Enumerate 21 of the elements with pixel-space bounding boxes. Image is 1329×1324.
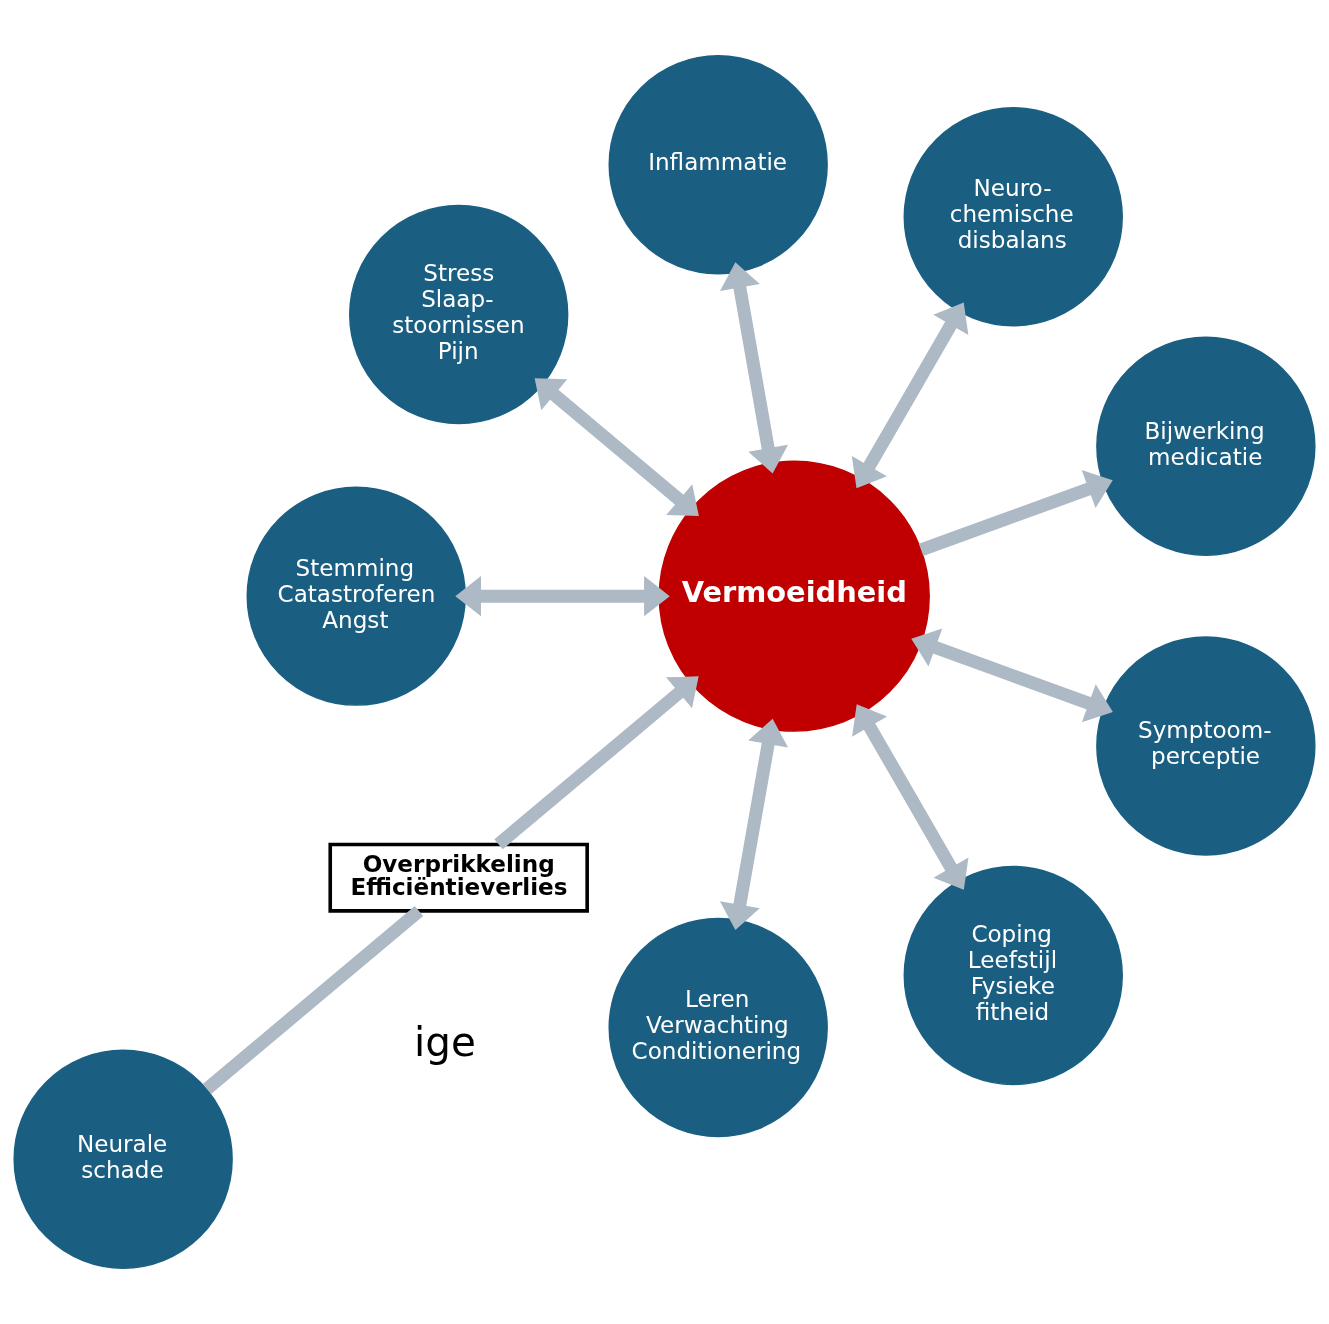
arrow bbox=[534, 378, 699, 517]
node-circle: Leren Verwachting Conditionering bbox=[608, 917, 828, 1138]
arrow bbox=[494, 676, 699, 850]
arrow bbox=[851, 302, 969, 489]
node-circle: Inflammatie bbox=[608, 55, 828, 275]
node-circle: Neurale schade bbox=[13, 1049, 233, 1269]
arrow bbox=[719, 718, 789, 931]
arrow bbox=[918, 470, 1113, 557]
arrow bbox=[911, 628, 1113, 723]
arrow bbox=[852, 704, 969, 890]
node-box: Overprikkeling Efficiëntieverlies bbox=[328, 842, 589, 913]
node-circle: Neuro- chemische disbalans bbox=[903, 107, 1123, 327]
node-circle: Vermoeidheid bbox=[658, 460, 930, 732]
node-circle: Stemming Catastroferen Angst bbox=[246, 486, 466, 706]
label: ige bbox=[414, 1018, 476, 1067]
node-circle: Coping Leefstijl Fysieke fitheid bbox=[903, 865, 1123, 1086]
arrow bbox=[719, 262, 789, 474]
node-circle: Bijwerking medicatie bbox=[1096, 336, 1316, 556]
arrow bbox=[455, 575, 670, 617]
node-circle: Symptoom- perceptie bbox=[1096, 636, 1316, 856]
connector bbox=[202, 906, 424, 1094]
